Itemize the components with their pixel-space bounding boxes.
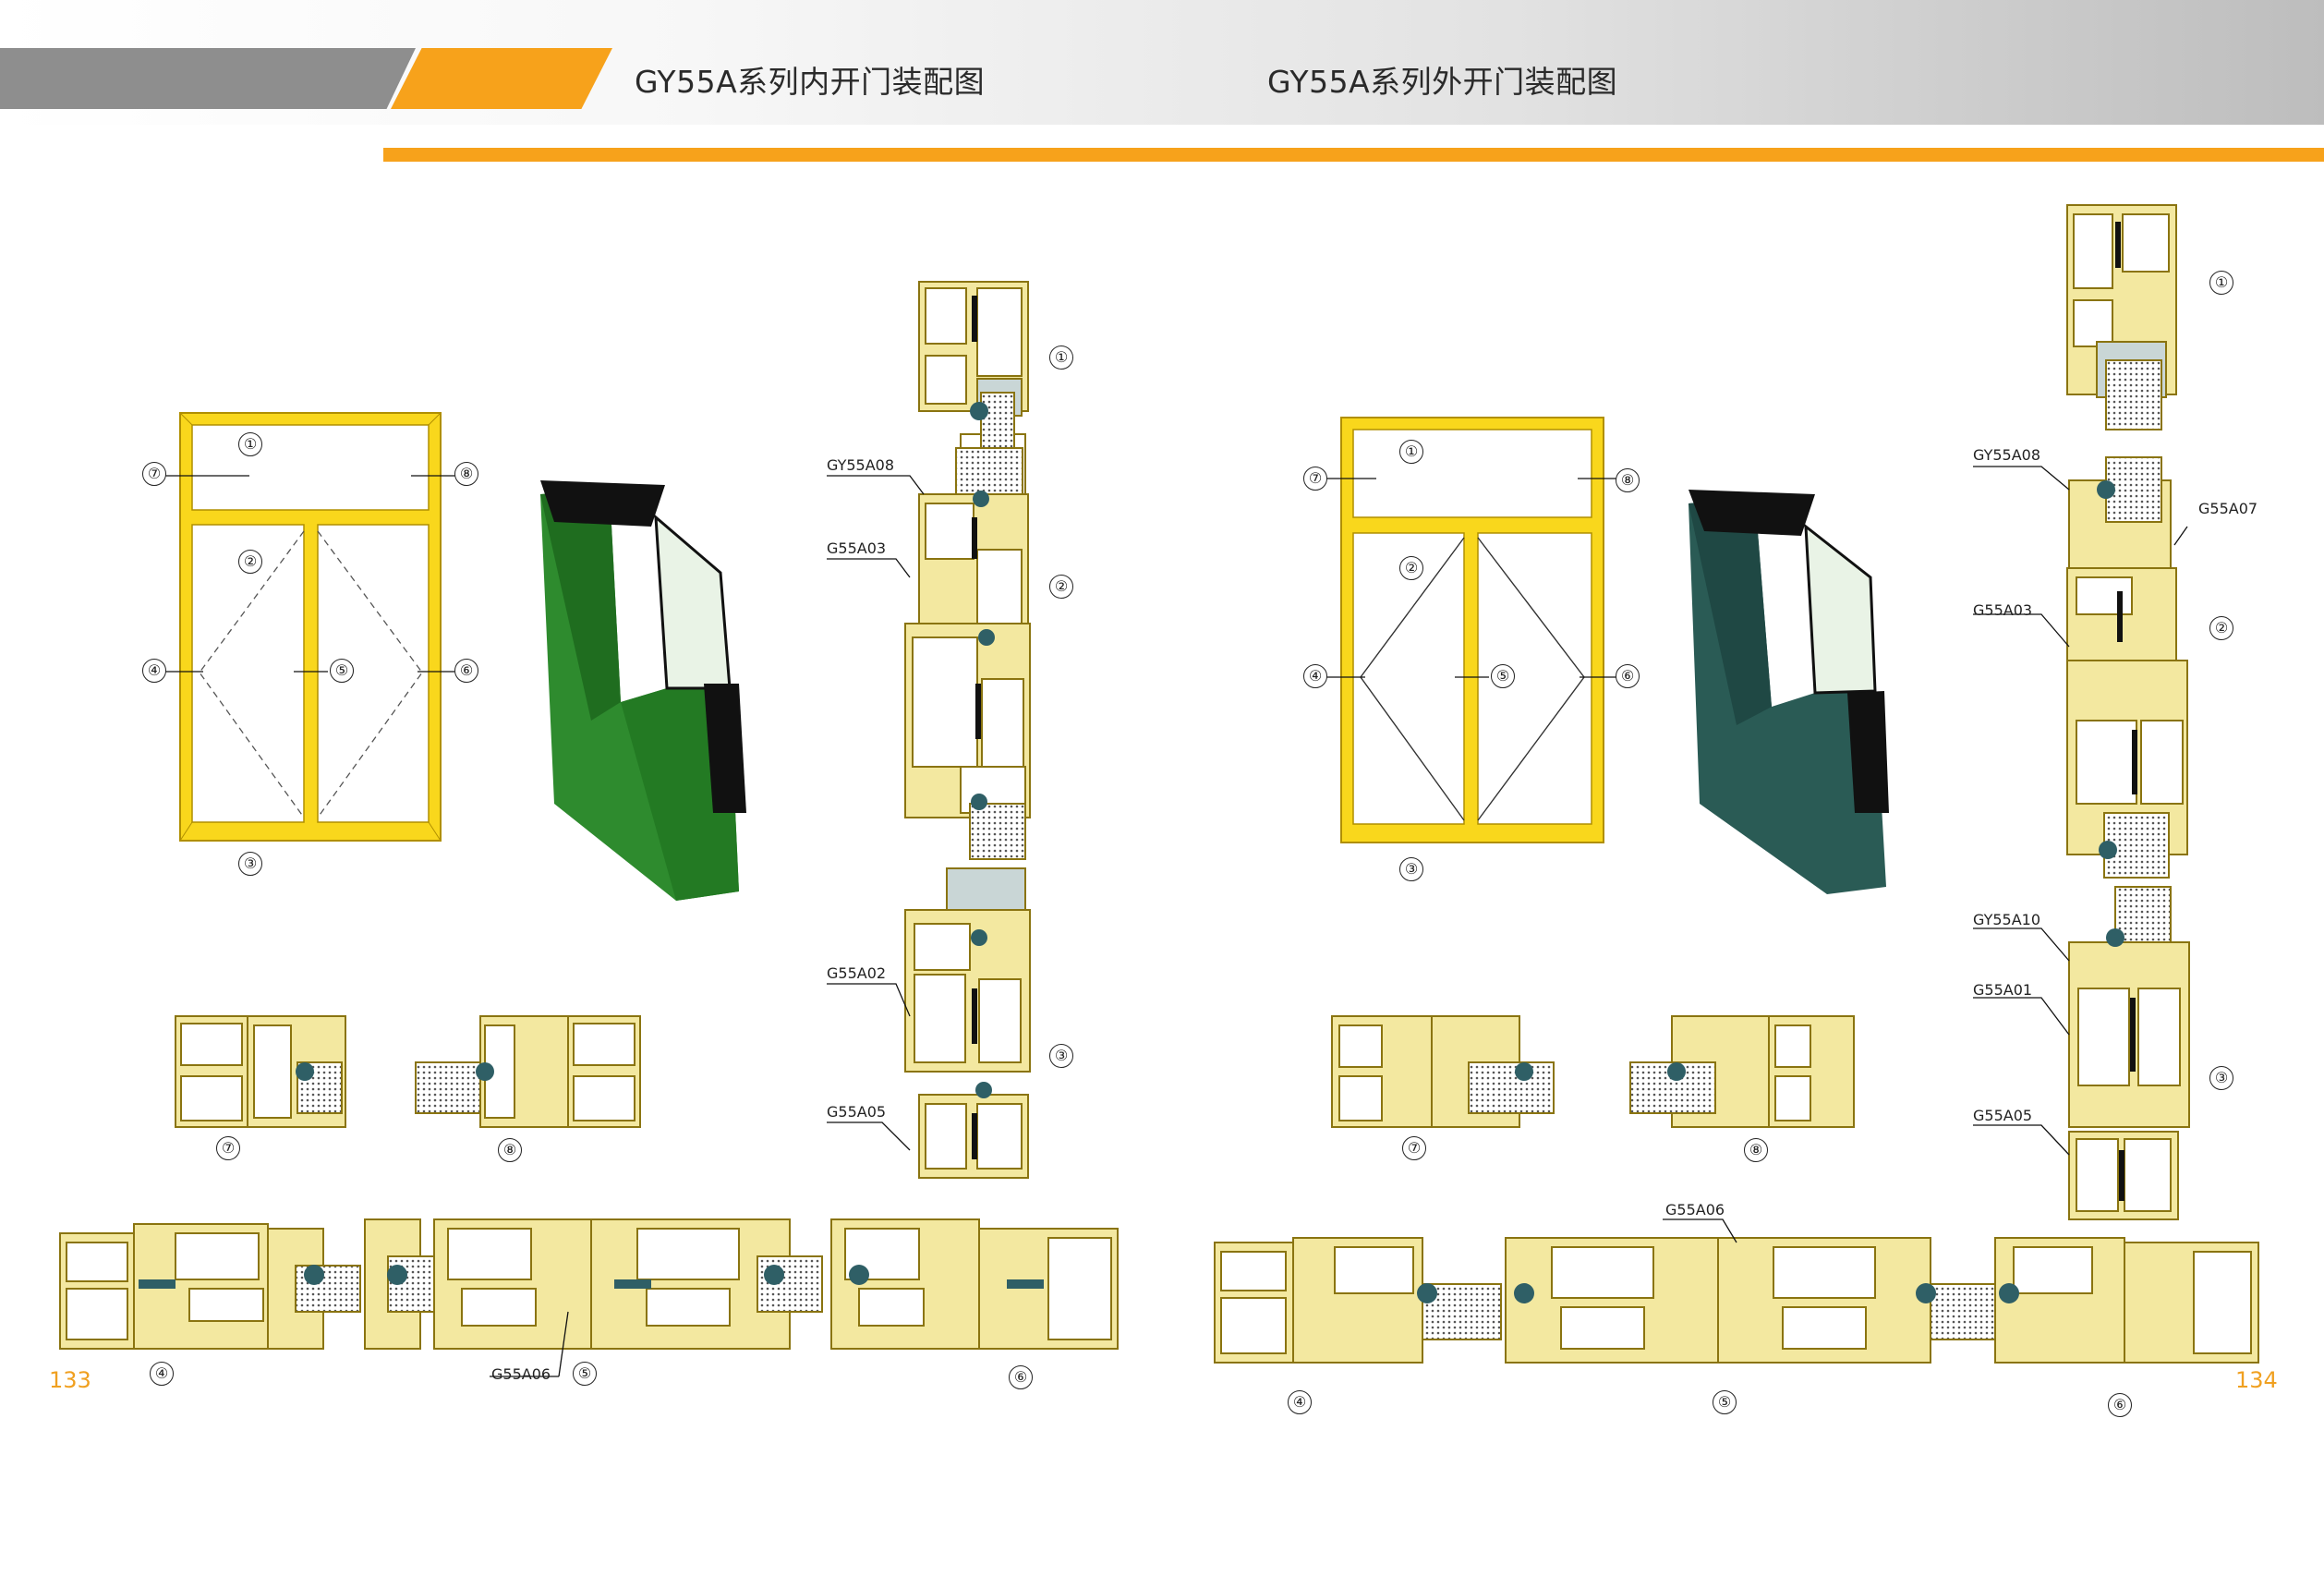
callout-1: ①	[238, 432, 262, 456]
inward-detail-sections	[175, 1015, 641, 1128]
detail-callout-7: ⑦	[1402, 1136, 1426, 1160]
callout-7: ⑦	[142, 462, 166, 486]
callout-8: ⑧	[454, 462, 478, 486]
outward-detail-sections	[1331, 1015, 1855, 1128]
profile-label: G55A03	[827, 539, 887, 557]
section-callout-3: ③	[2209, 1066, 2233, 1090]
callout-6: ⑥	[1616, 664, 1640, 688]
leader-lines	[157, 466, 2188, 1243]
callout-8: ⑧	[1616, 468, 1640, 492]
header-orange-tab	[391, 48, 612, 109]
header-orange-rule	[383, 148, 2324, 162]
strip-callout-4: ④	[1288, 1390, 1312, 1414]
section-callout-2: ②	[2209, 616, 2233, 640]
profile-label: G55A06	[491, 1365, 551, 1383]
strip-callout-5: ⑤	[1713, 1390, 1737, 1414]
callout-7: ⑦	[1303, 467, 1327, 491]
inward-door-elevation	[179, 412, 442, 842]
green-profile-sample	[540, 480, 746, 901]
strip-callout-5: ⑤	[573, 1362, 597, 1386]
callout-2: ②	[1399, 556, 1423, 580]
inward-horizontal-section	[59, 1218, 1119, 1350]
profile-label: G55A03	[1973, 601, 2033, 619]
detail-callout-8: ⑧	[1744, 1138, 1768, 1162]
callout-1: ①	[1399, 440, 1423, 464]
callout-4: ④	[142, 659, 166, 683]
callout-2: ②	[238, 550, 262, 574]
section-callout-1: ①	[1049, 345, 1073, 370]
profile-label: GY55A08	[1973, 446, 2041, 464]
inward-vertical-section-cores	[972, 296, 981, 1159]
strip-callout-6: ⑥	[2108, 1393, 2132, 1417]
header-gray-tab	[0, 48, 416, 109]
profile-label: GY55A10	[1973, 911, 2041, 928]
detail-callout-7: ⑦	[216, 1136, 240, 1160]
inward-vertical-section-seals	[970, 402, 995, 1098]
title-inward-door: GY55A系列内开门装配图	[635, 64, 986, 100]
section-callout-1: ①	[2209, 271, 2233, 295]
inward-vertical-section	[904, 281, 1031, 1179]
profile-label: G55A06	[1665, 1201, 1725, 1218]
profile-label: G55A07	[2198, 500, 2258, 517]
profile-label: GY55A08	[827, 456, 895, 474]
callout-4: ④	[1303, 664, 1327, 688]
callout-6: ⑥	[454, 659, 478, 683]
profile-label: G55A05	[1973, 1107, 2033, 1124]
page-number-left: 133	[49, 1367, 91, 1393]
section-callout-3: ③	[1049, 1044, 1073, 1068]
page-number-right: 134	[2235, 1367, 2278, 1393]
callout-5: ⑤	[1491, 664, 1515, 688]
outward-door-elevation	[1340, 417, 1604, 843]
teal-profile-sample	[1689, 490, 1889, 894]
strip-callout-6: ⑥	[1009, 1365, 1033, 1389]
section-callout-2: ②	[1049, 575, 1073, 599]
detail-callout-8: ⑧	[498, 1138, 522, 1162]
callout-3: ③	[238, 852, 262, 876]
outward-horizontal-section	[1214, 1237, 2259, 1364]
profile-label: G55A02	[827, 964, 887, 982]
profile-label: G55A05	[827, 1103, 887, 1121]
profile-label: G55A01	[1973, 981, 2033, 999]
strip-callout-4: ④	[150, 1362, 174, 1386]
callout-5: ⑤	[330, 659, 354, 683]
outward-vertical-section	[2066, 204, 2190, 1220]
title-outward-door: GY55A系列外开门装配图	[1267, 64, 1618, 100]
callout-3: ③	[1399, 857, 1423, 881]
